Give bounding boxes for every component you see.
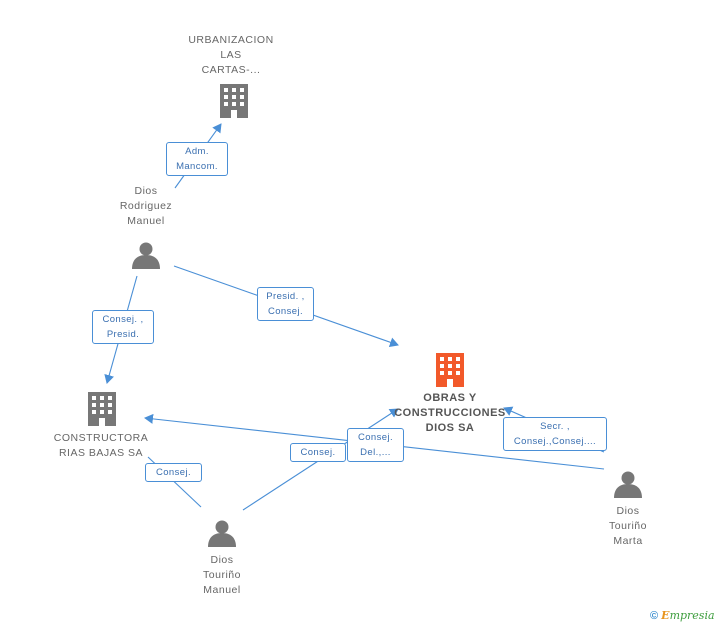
brand-name: Empresia [661, 609, 715, 622]
empresia-logo: © Empresia [650, 609, 715, 622]
node-label-manuel[interactable]: Dios Touriño Manuel [203, 554, 241, 596]
node-label-urbanizacion[interactable]: URBANIZACION LAS CARTAS-... [188, 34, 274, 76]
building-icon[interactable] [436, 353, 464, 387]
relation-consej-constructora[interactable]: Consej. [145, 463, 202, 482]
building-icon[interactable] [88, 392, 116, 426]
node-label-constructora[interactable]: CONSTRUCTORA RIAS BAJAS SA [53, 432, 149, 459]
building-icon[interactable] [220, 84, 248, 118]
person-icon[interactable] [614, 471, 642, 499]
relation-secr-consej[interactable]: Secr. , Consej.,Consej.... [503, 417, 607, 451]
node-label-rodriguez[interactable]: Dios Rodriguez Manuel [119, 185, 173, 227]
node-label-obras[interactable]: OBRAS Y CONSTRUCCIONES DIOS SA [394, 392, 506, 434]
relation-consej-del[interactable]: Consej. Del.,... [347, 428, 404, 462]
relation-presid-consej[interactable]: Presid. , Consej. [257, 287, 314, 321]
relation-adm-mancom[interactable]: Adm. Mancom. [166, 142, 228, 176]
relation-consej-presid[interactable]: Consej. , Presid. [92, 310, 154, 344]
person-icon[interactable] [132, 242, 160, 270]
copyright-symbol: © [650, 610, 659, 622]
relation-consej-obras[interactable]: Consej. [290, 443, 346, 462]
node-label-marta[interactable]: Dios Touriño Marta [609, 505, 647, 547]
person-icon[interactable] [208, 520, 236, 548]
